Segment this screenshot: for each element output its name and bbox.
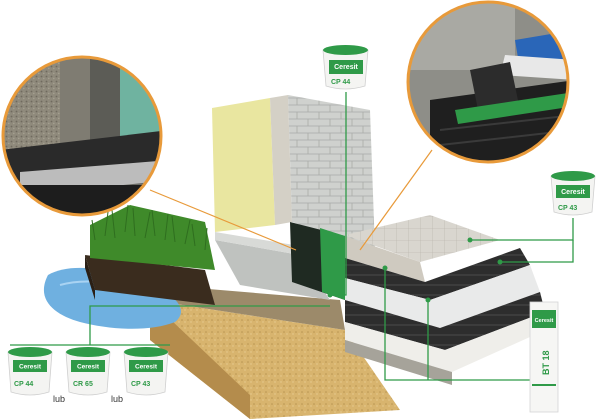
bucket-top-brand: Ceresit [334, 64, 358, 71]
footing-top [215, 232, 300, 255]
bucket-bottom-1-code: CP 44 [14, 381, 33, 388]
bucket-bottom-1-brand: Ceresit [19, 364, 42, 371]
membrane-stair-4 [345, 312, 550, 372]
bucket-bottom-3-code: CP 43 [131, 381, 150, 388]
bucket-bottom-2: Ceresit CR 65 [65, 347, 111, 396]
floor-slab [345, 215, 550, 385]
membrane-stair-1 [345, 248, 530, 300]
leader-orange-right [359, 149, 433, 251]
bucket-top: Ceresit CP 44 [322, 45, 369, 90]
green-band [455, 92, 568, 124]
grass-top [90, 205, 215, 270]
bucket-bottom-3-brand: Ceresit [135, 364, 158, 371]
detail-circle-left-ring [1, 55, 163, 217]
base-slab [345, 340, 452, 385]
sand-side [150, 300, 250, 419]
soil-side [85, 255, 95, 300]
detail-circle-left [1, 55, 163, 217]
leader-green-bottom [89, 305, 330, 345]
separator-lub-1: lub [53, 394, 65, 404]
bucket-bottom-1: Ceresit CP 44 [7, 347, 53, 396]
tape-box-brand: Ceresit [535, 318, 554, 324]
leader-green-top [330, 92, 347, 296]
grass-blades [91, 204, 208, 251]
tape-box: Ceresit BT 18 [529, 301, 559, 413]
bucket-bottom-2-brand: Ceresit [77, 364, 100, 371]
separator-lub-2: lub [111, 394, 123, 404]
bucket-bottom-2-code: CR 65 [73, 381, 93, 388]
bucket-right: Ceresit CP 43 [550, 171, 596, 216]
leader-lines [10, 92, 574, 381]
detail-circle-right-ring [406, 0, 570, 164]
bucket-right-brand: Ceresit [561, 189, 585, 196]
leader-green-right-2 [500, 240, 574, 263]
tape-box-code: BT 18 [541, 350, 551, 375]
leader-orange-left [149, 189, 297, 251]
wall-edge [270, 95, 292, 225]
connector-dots [327, 237, 503, 303]
slab-edge [345, 236, 425, 282]
bucket-right-code: CP 43 [558, 205, 577, 212]
building-wall [212, 95, 375, 300]
soil-block [85, 255, 215, 305]
membrane-stair-2 [345, 265, 540, 328]
detail-circle-right [406, 0, 570, 164]
block-wall [288, 95, 375, 250]
tile-floor [345, 215, 500, 262]
bucket-bottom-3: Ceresit CP 43 [123, 347, 169, 396]
grass-bed [85, 204, 215, 305]
bucket-top-code: CP 44 [331, 79, 350, 86]
bottom-bucket-group: Ceresit CP 44 lub Ceresit CR 65 lub Cere… [7, 347, 169, 404]
insulation-yellow [212, 98, 275, 232]
membrane-stair-3 [345, 292, 545, 350]
plinth-green [320, 228, 345, 300]
leader-green-tape [384, 268, 546, 381]
